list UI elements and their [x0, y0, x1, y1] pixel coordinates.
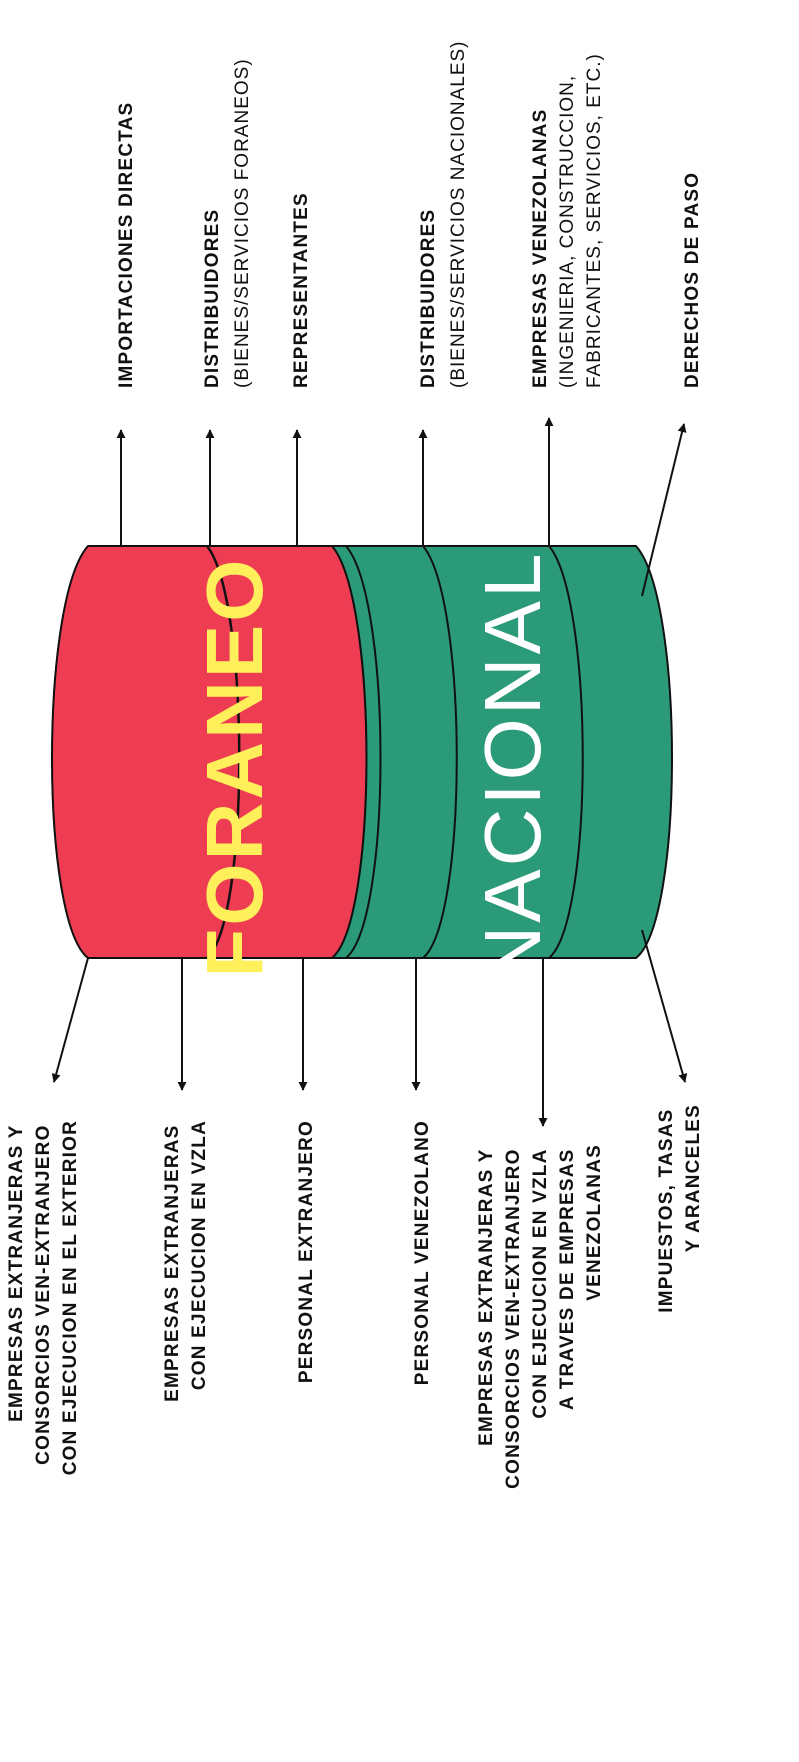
- input-label-personal-venezolano: PERSONAL VENEZOLANO: [412, 1120, 433, 1385]
- input-arrows: [54, 930, 685, 1126]
- input-label-empresas-vzla: EMPRESAS EXTRANJERAS CON EJECUCION EN VZ…: [162, 1120, 210, 1402]
- output-label-distribuidores-foraneos: DISTRIBUIDORES (BIENES/SERVICIOS FORANEO…: [202, 58, 253, 388]
- output-label-importaciones: IMPORTACIONES DIRECTAS: [116, 102, 137, 388]
- foraneo-label: FORANEO: [190, 557, 279, 978]
- arrow-impuestos: [642, 930, 685, 1082]
- output-label-distribuidores-nacionales: DISTRIBUIDORES (BIENES/SERVICIOS NACIONA…: [418, 40, 469, 388]
- input-label-impuestos: IMPUESTOS, TASAS Y ARANCELES: [656, 1104, 704, 1313]
- output-label-empresas-venezolanas: EMPRESAS VENEZOLANAS (INGENIERIA, CONSTR…: [530, 53, 605, 388]
- arrow-derechos-de-paso: [642, 424, 684, 596]
- input-label-empresas-a-traves: EMPRESAS EXTRANJERAS Y CONSORCIOS VEN-EX…: [476, 1144, 605, 1489]
- output-label-derechos-de-paso: DERECHOS DE PASO: [682, 172, 703, 388]
- output-label-representantes: REPRESENTANTES: [291, 192, 312, 388]
- input-label-empresas-exterior: EMPRESAS EXTRANJERAS Y CONSORCIOS VEN-EX…: [6, 1120, 81, 1475]
- output-labels: IMPORTACIONES DIRECTAS DISTRIBUIDORES (B…: [116, 40, 703, 388]
- nacional-label: NACIONAL: [468, 551, 557, 984]
- input-label-personal-extranjero: PERSONAL EXTRANJERO: [296, 1120, 317, 1383]
- arrow-empresas-exterior: [54, 958, 88, 1082]
- input-labels: EMPRESAS EXTRANJERAS Y CONSORCIOS VEN-EX…: [6, 1104, 704, 1489]
